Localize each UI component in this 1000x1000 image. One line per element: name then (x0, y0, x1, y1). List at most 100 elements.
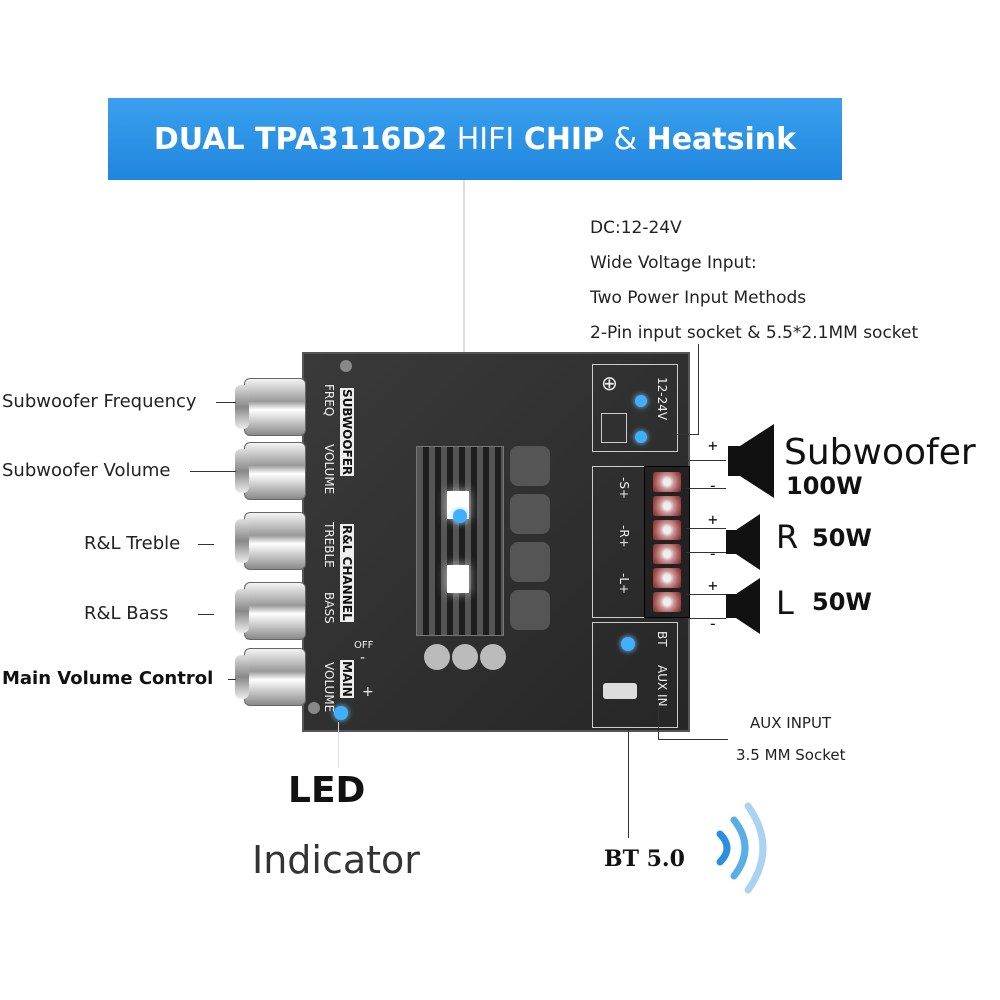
l-minus-sign: - (708, 614, 718, 633)
terminal-label-l: -L+ (617, 573, 631, 595)
inductor (510, 446, 550, 486)
label-bass: R&L Bass (84, 603, 169, 624)
bass-knob[interactable] (235, 582, 306, 640)
screw-terminal (652, 567, 682, 589)
subwoofer-volume-knob[interactable] (235, 442, 306, 500)
output-r-watt: 50W (812, 524, 872, 552)
power-spec-line-1: DC:12-24V (590, 218, 682, 238)
leader-line (198, 614, 214, 615)
wire (686, 488, 726, 489)
subwoofer-speaker-cone-icon (740, 424, 774, 498)
power-leader-line (672, 434, 699, 435)
board-label-bass: BASS (322, 592, 336, 624)
left-speaker-magnet-icon (726, 594, 738, 618)
left-speaker-cone-icon (736, 578, 760, 634)
output-r-label: R (776, 518, 799, 556)
led-leader-line (338, 722, 339, 768)
screw-icon (308, 702, 320, 714)
indicator-label: Indicator (252, 838, 420, 882)
wire (686, 594, 726, 595)
board-label-volume: VOLUME (322, 444, 336, 495)
wire (686, 460, 726, 461)
label-subwoofer-frequency: Subwoofer Frequency (2, 391, 197, 412)
aux-socket-label: 3.5 MM Socket (736, 746, 846, 764)
banner-heatsink: Heatsink (646, 121, 797, 157)
subwoofer-frequency-knob[interactable] (235, 378, 306, 436)
screw-icon (340, 360, 352, 372)
output-l-watt: 50W (812, 588, 872, 616)
dc-jack-icon: ⊕ (601, 371, 618, 395)
output-subwoofer-watt: 100W (786, 472, 863, 500)
banner-hifi: HIFI (456, 121, 515, 157)
bt-aux-section: BT AUX IN (592, 622, 678, 728)
power-spec-line-3: Two Power Input Methods (590, 288, 807, 308)
r-minus-sign: - (708, 544, 718, 563)
board-label-main-volume: VOLUME (322, 662, 336, 713)
r-plus-sign: + (708, 510, 718, 529)
inductor (510, 590, 550, 630)
right-speaker-cone-icon (736, 514, 760, 570)
banner-pointer-line (463, 180, 465, 520)
bt-version-label: BT 5.0 (604, 846, 685, 872)
power-marker-dot (635, 431, 647, 443)
aux-leader-line (658, 739, 728, 740)
banner-chip: CHIP (523, 121, 605, 157)
led-indicator (334, 706, 348, 720)
power-marker-dot (635, 395, 647, 407)
power-spec-line-2: Wide Voltage Input: (590, 253, 757, 273)
output-subwoofer-label: Subwoofer (784, 432, 976, 473)
leader-line (228, 679, 236, 680)
capacitor (424, 644, 450, 670)
leader-line (190, 471, 236, 472)
terminal-block (644, 466, 690, 618)
board-label-freq: FREQ (322, 384, 336, 417)
terminal-label-sub: -S+ (617, 477, 631, 500)
bt-leader-line (628, 730, 629, 838)
power-input-section: ⊕ 12-24V (592, 364, 678, 452)
power-voltage-label: 12-24V (655, 377, 669, 421)
aux-jack-icon (603, 683, 637, 699)
leader-line (198, 544, 214, 545)
screw-terminal (652, 519, 682, 541)
board-label-rl-channel: R&L CHANNEL (340, 524, 354, 622)
title-banner: DUAL TPA3116D2 HIFI CHIP & Heatsink (108, 98, 842, 180)
terminal-label-r: -R+ (617, 525, 631, 548)
wire (686, 528, 726, 529)
label-subwoofer-volume: Subwoofer Volume (2, 460, 171, 481)
right-speaker-magnet-icon (726, 530, 738, 554)
speaker-output-section: -S+ -R+ -L+ (592, 466, 678, 618)
treble-knob[interactable] (235, 512, 306, 570)
aux-leader-line (658, 700, 659, 740)
wire (686, 552, 726, 553)
board-label-minus: - (360, 650, 366, 666)
wireless-signal-icon (716, 802, 767, 894)
inductor (510, 494, 550, 534)
screw-terminal (652, 495, 682, 517)
capacitor (480, 644, 506, 670)
board-label-plus: + (362, 684, 374, 700)
sub-plus-sign: + (708, 436, 718, 455)
sub-minus-sign: - (708, 476, 718, 495)
capacitor (452, 644, 478, 670)
heatsink (416, 446, 504, 636)
chip-highlight (447, 565, 469, 593)
board-label-subwoofer: SUBWOOFER (340, 388, 354, 477)
screw-terminal (652, 591, 682, 613)
board-label-treble: TREBLE (322, 522, 336, 568)
leader-line (216, 402, 236, 403)
wire (686, 618, 726, 619)
label-treble: R&L Treble (84, 533, 181, 554)
screw-terminal (652, 471, 682, 493)
power-spec-line-4: 2-Pin input socket & 5.5*2.1MM socket (590, 323, 919, 343)
inductor (510, 542, 550, 582)
bt-label: BT (655, 631, 669, 647)
board-label-main: MAIN (340, 660, 354, 698)
power-leader-line (698, 344, 699, 434)
chip-marker-dot (453, 509, 467, 523)
l-plus-sign: + (708, 576, 718, 595)
two-pin-socket-icon (601, 413, 627, 443)
main-volume-knob[interactable] (235, 648, 306, 706)
aux-input-label: AUX INPUT (750, 714, 832, 732)
screw-terminal (652, 543, 682, 565)
amplifier-board: FREQ VOLUME SUBWOOFER TREBLE BASS R&L CH… (302, 352, 690, 732)
